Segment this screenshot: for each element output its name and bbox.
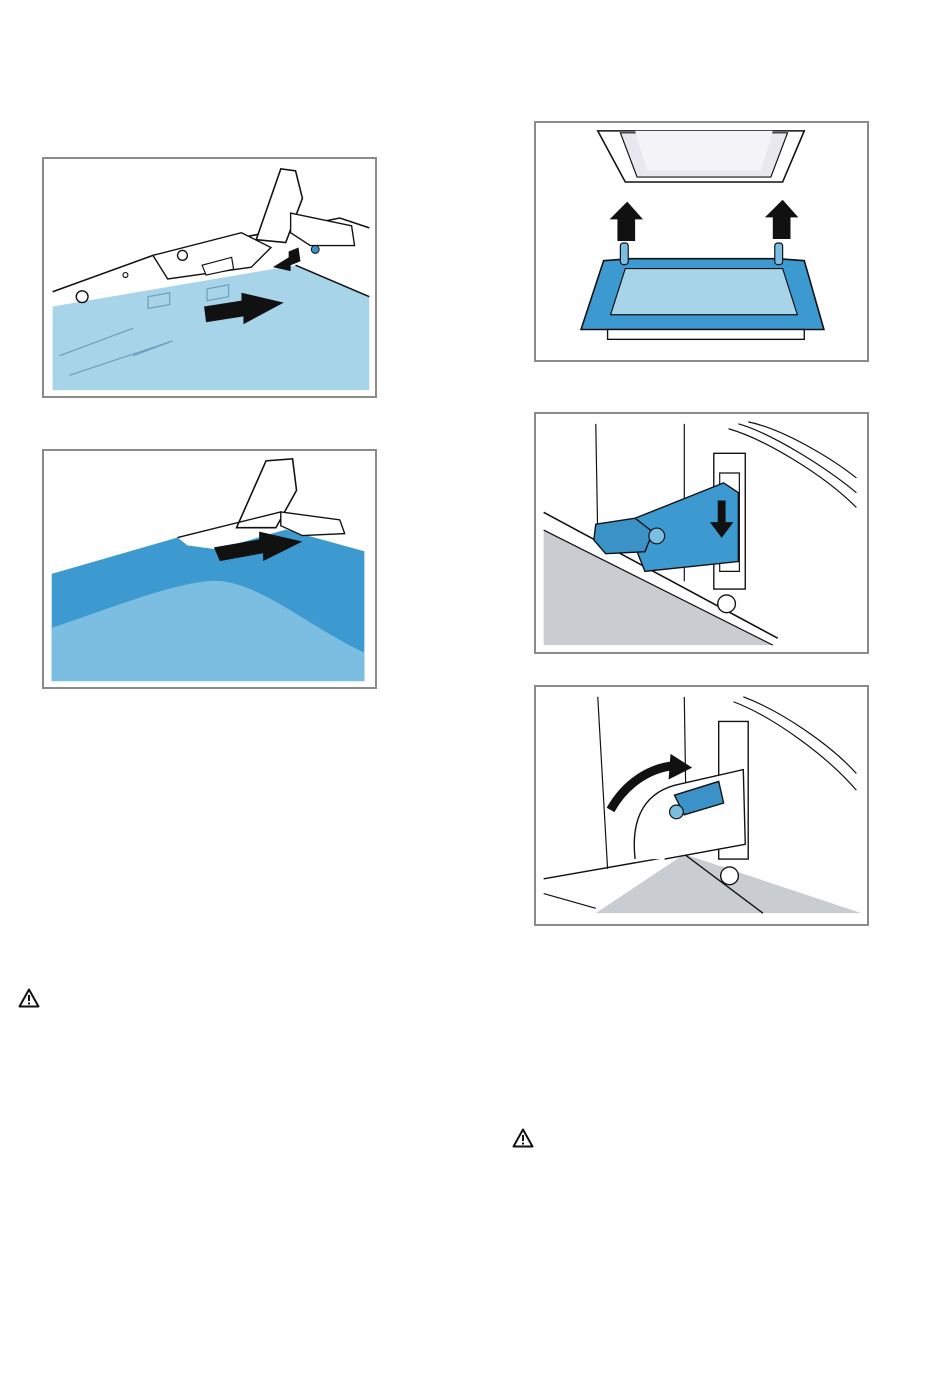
figure-hinge-clip bbox=[42, 157, 377, 398]
door-glass bbox=[611, 269, 798, 315]
hinge-insert-illustration bbox=[536, 414, 867, 652]
hinge-clip-illustration bbox=[44, 159, 375, 396]
figure-door-lift bbox=[534, 121, 869, 362]
screw-icon bbox=[721, 867, 739, 885]
hinge-lever-illustration bbox=[536, 687, 867, 924]
door-glass-panel bbox=[53, 265, 370, 390]
warning-triangle-icon bbox=[512, 1128, 534, 1148]
warning-triangle-icon bbox=[18, 988, 40, 1008]
screw-icon bbox=[178, 250, 188, 260]
arrow-up-left-icon bbox=[610, 202, 643, 241]
arrow-up-right-icon bbox=[765, 200, 798, 239]
figure-hinge-lever bbox=[534, 685, 869, 926]
screw-icon bbox=[718, 595, 736, 613]
door-cover-illustration bbox=[44, 451, 375, 687]
door-lift-illustration bbox=[536, 123, 867, 360]
figure-hinge-insert bbox=[534, 412, 869, 654]
figure-door-cover bbox=[42, 449, 377, 689]
